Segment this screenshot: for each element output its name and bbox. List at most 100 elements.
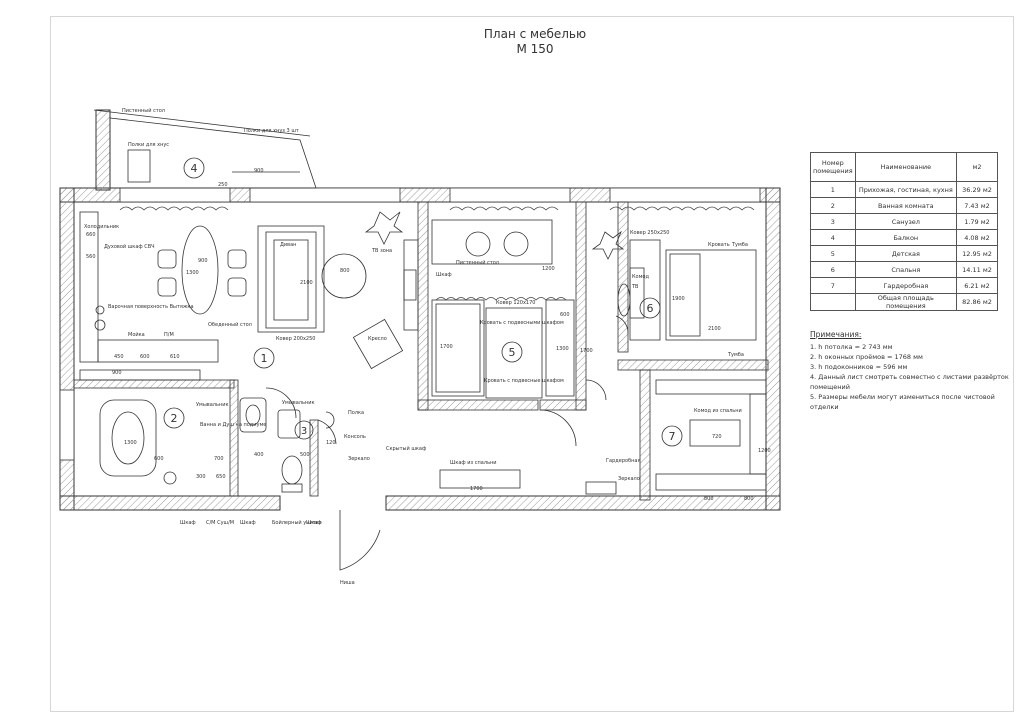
room-number-4: 4 (191, 162, 198, 175)
dim-450: 450 (114, 354, 124, 360)
dim-660: 660 (86, 232, 96, 238)
total-name: Общая площадь помещения (854, 293, 958, 311)
kids-furniture (403, 219, 575, 399)
note-item: 3. h подоконников = 596 мм (810, 363, 908, 371)
interior-walls (73, 201, 769, 501)
label-mirror2: Зеркало (618, 476, 640, 482)
note-item: 1. h потолка = 2 743 мм (810, 343, 893, 351)
label-rug3: Ковер 250х250 (630, 230, 669, 236)
table-row: 7 Гардеробная 6.21 м2 (810, 277, 998, 294)
room-number-5: 5 (509, 346, 516, 359)
header-num: Номер помещения (810, 152, 856, 182)
label-wall-table: Пистенный стол (122, 107, 165, 114)
label-wardrobe: Шкаф (436, 272, 452, 278)
dim-610: 610 (170, 354, 180, 360)
bathroom-fixtures (99, 397, 267, 485)
table-row: 4 Балкон 4.08 м2 (810, 229, 998, 246)
room-number-1: 1 (261, 352, 268, 365)
label-dresser: Комод из спальни (694, 408, 742, 414)
row-area: 6.21 м2 (956, 277, 998, 294)
label-mirror: Зеркало (348, 456, 370, 462)
dim-1300b: 1300 (556, 346, 569, 352)
room-number-6: 6 (647, 302, 654, 315)
bedroom-furniture (591, 230, 757, 341)
label-tumba2: Тумба (727, 352, 744, 358)
exterior-walls (59, 109, 781, 511)
table-row: 5 Детская 12.95 м2 (810, 245, 998, 262)
dim-1300: 1300 (186, 270, 199, 276)
total-area: 82.86 м2 (956, 293, 998, 311)
label-washer: С/М Суш/М (206, 520, 234, 526)
label-dining-table: Обеденный стол (208, 321, 252, 328)
row-num-empty (810, 293, 856, 311)
label-cab2: Шкаф (240, 520, 256, 526)
kitchen-furniture (79, 211, 219, 381)
dim-600c: 600 (154, 456, 164, 462)
row-name: Санузел (854, 213, 958, 230)
dim-2100b: 2100 (708, 326, 721, 332)
note-item: 5. Размеры мебели могут измениться после… (810, 393, 995, 411)
room-number-7: 7 (669, 430, 676, 443)
label-wash2: Умывальник (282, 400, 314, 406)
dining-set (157, 225, 247, 315)
drawing-sheet (50, 16, 1014, 712)
dim-400: 400 (254, 452, 264, 458)
toilet-fixtures (277, 409, 335, 493)
dim-900c: 900 (112, 370, 122, 376)
row-name: Гардеробная (854, 277, 958, 294)
label-hidden-wardrobe: Скрытый шкаф (386, 445, 426, 452)
dim-700: 700 (214, 456, 224, 462)
row-num: 2 (810, 197, 856, 214)
label-shelf3: Полки для хнуз 3 шт (244, 128, 299, 134)
table-header: Номер помещения Наименование м2 (810, 152, 998, 182)
label-rug: Ковер 200х250 (276, 336, 315, 342)
row-num: 5 (810, 245, 856, 262)
label-shelf: Полка (348, 410, 364, 416)
dim-120: 120 (326, 440, 336, 446)
row-name: Прихожая, гостиная, кухня (854, 181, 958, 198)
header-name: Наименование (854, 152, 958, 182)
table-total-row: Общая площадь помещения 82.86 м2 (810, 293, 998, 311)
label-bed-loft: Кровать с подвесными шкафом (480, 320, 564, 326)
label-oven: Духовой шкаф СВЧ (104, 243, 155, 250)
furniture-labels: Пистенный стол Полки для хнус Полки для … (84, 107, 748, 586)
room-number-markers (163, 157, 683, 447)
door-swings (265, 315, 629, 571)
room-number-2: 2 (171, 412, 178, 425)
label-dishwasher: П/М (164, 332, 174, 338)
dim-560: 560 (86, 254, 96, 260)
dim-720: 720 (712, 434, 722, 440)
label-bed-loft2: Кровать с подвесные шкафом (484, 378, 564, 384)
header-area: м2 (956, 152, 998, 182)
dim-300: 300 (196, 474, 206, 480)
row-num: 6 (810, 261, 856, 278)
row-name: Ванная комната (854, 197, 958, 214)
plan-scale: М 150 (516, 42, 554, 56)
row-area: 1.79 м2 (956, 213, 998, 230)
label-worktop: Варочная поверхность Вытяжка (108, 304, 194, 310)
living-furniture (257, 211, 419, 370)
label-wall-table2: Пистенный стол (456, 259, 499, 266)
label-rug2: Ковер 120х170 (496, 300, 535, 306)
dim-600: 600 (140, 354, 150, 360)
label-nightstand: Тумба (731, 242, 748, 248)
label-cab3: Шкаф (306, 520, 322, 526)
row-area: 36.29 м2 (956, 181, 998, 198)
room-number-3: 3 (301, 426, 307, 437)
row-num: 3 (810, 213, 856, 230)
label-fridge: Холодильник (84, 224, 119, 230)
row-name: Спальня (854, 261, 958, 278)
dim-900a: 900 (254, 168, 264, 174)
label-shoe-cabinet: Шкаф из спальни (450, 460, 497, 466)
room-schedule-table: Номер помещения Наименование м2 1 Прихож… (810, 152, 998, 311)
dim-900b: 900 (198, 258, 208, 264)
row-num: 1 (810, 181, 856, 198)
notes-header: Примечания: (810, 330, 862, 339)
row-num: 7 (810, 277, 856, 294)
dim-2100: 2100 (300, 280, 313, 286)
note-item: 2. h оконных проёмов = 1768 мм (810, 353, 923, 361)
label-wardrobe-room: Гардеробная (606, 458, 640, 464)
label-wash: Умывальник (196, 402, 228, 408)
label-hooks: Полки для хнус (128, 142, 169, 148)
